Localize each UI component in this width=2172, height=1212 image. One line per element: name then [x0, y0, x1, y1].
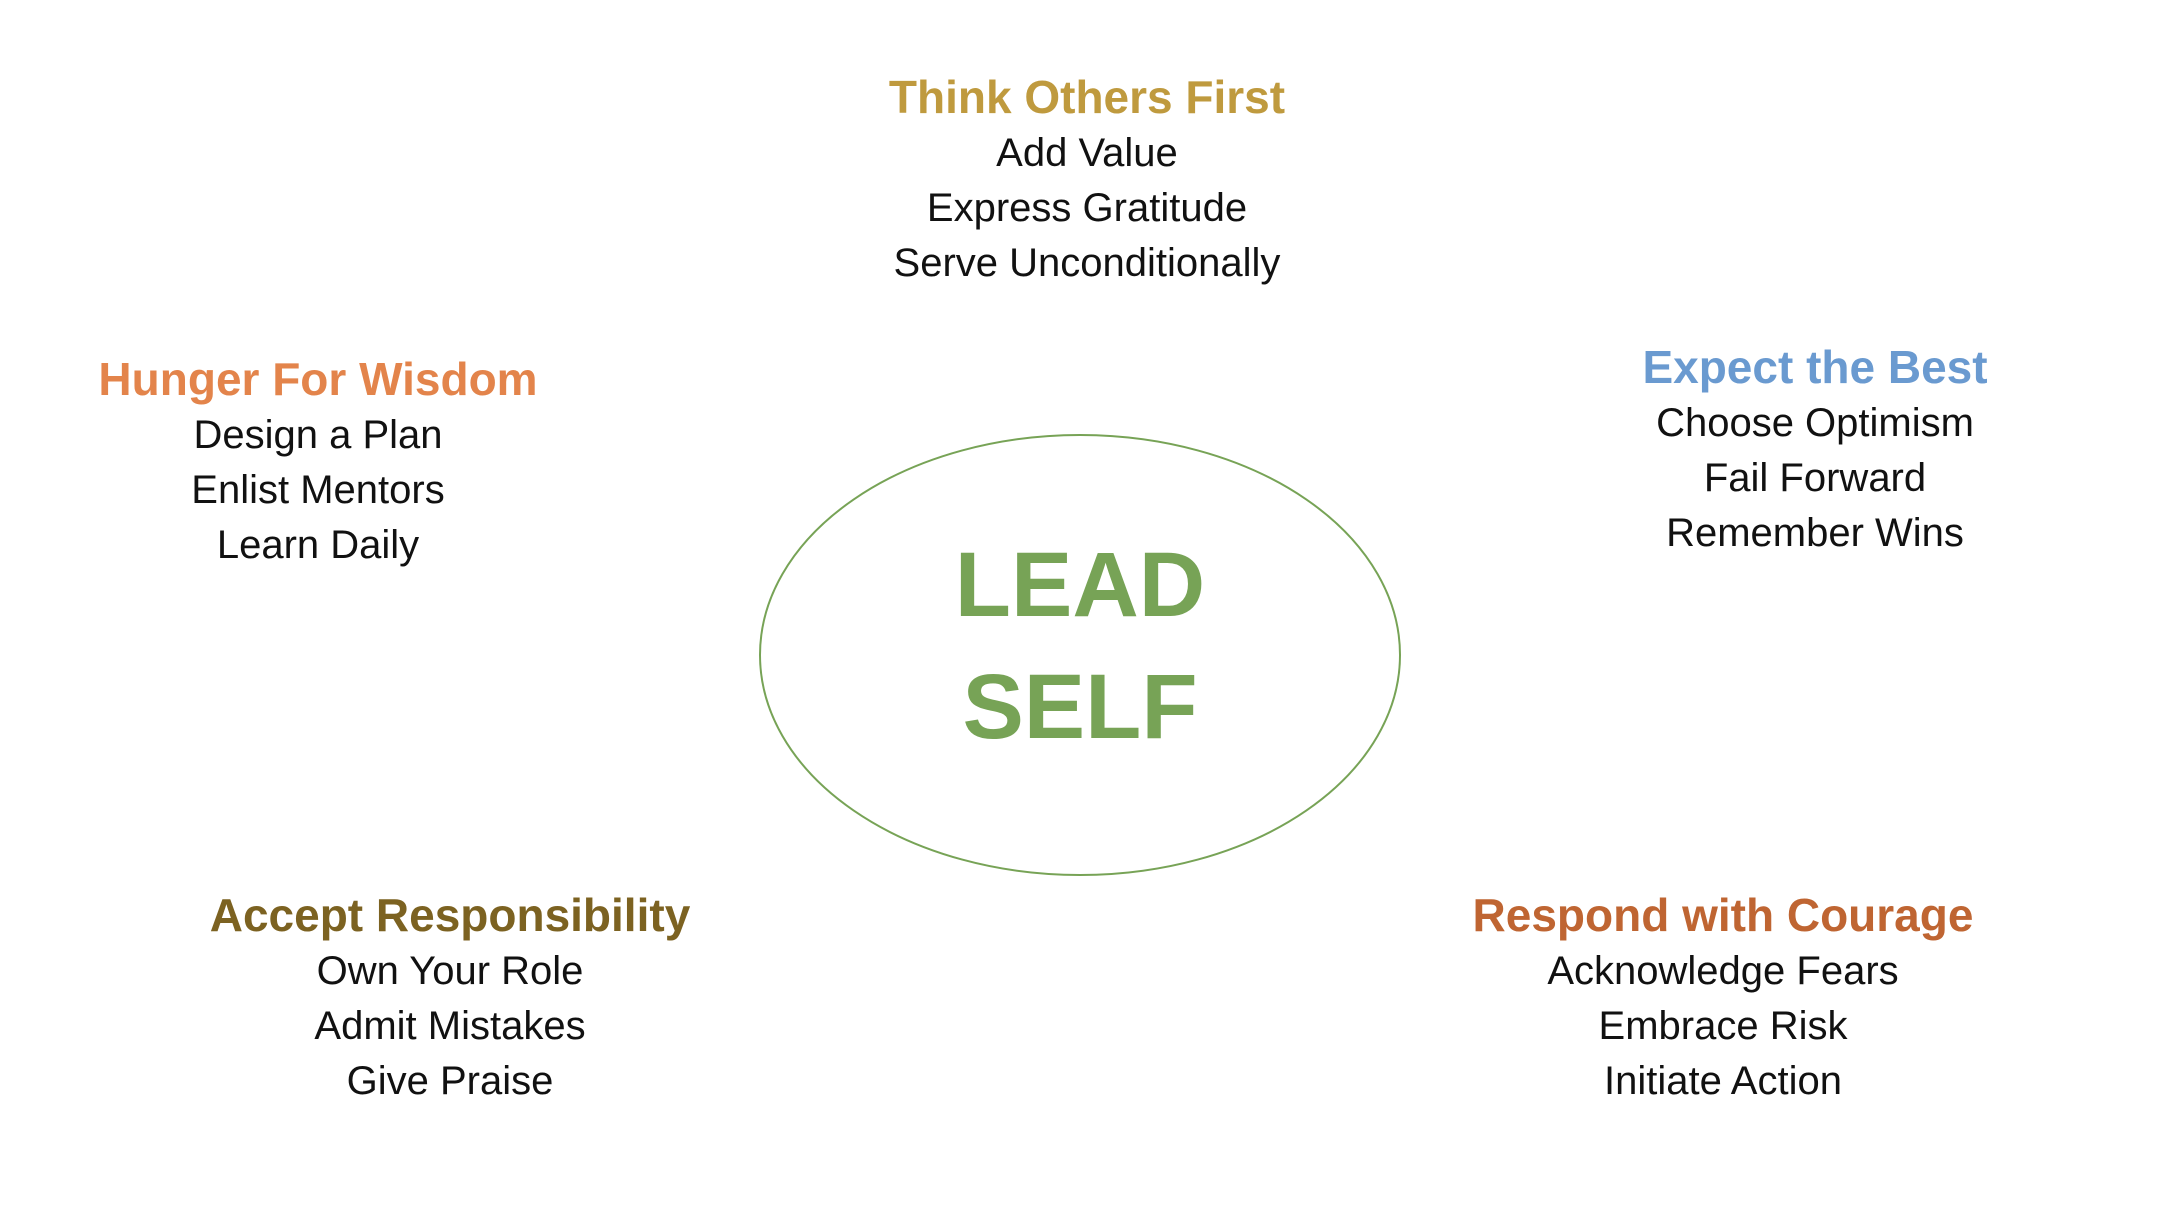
group-heading: Think Others First: [888, 71, 1286, 123]
group-item: Give Praise: [346, 1059, 554, 1103]
group-heading: Respond with Courage: [1472, 889, 1974, 941]
group-item: Choose Optimism: [1656, 401, 1974, 445]
group-item: Initiate Action: [1604, 1059, 1842, 1103]
group-heading: Hunger For Wisdom: [98, 353, 538, 405]
group-item: Admit Mistakes: [314, 1004, 586, 1048]
group-item: Own Your Role: [316, 949, 584, 993]
group-item: Embrace Risk: [1598, 1004, 1848, 1048]
group-expect-the-best: Expect the Best Choose Optimism Fail For…: [1642, 338, 1987, 561]
group-respond-with-courage: Respond with Courage Acknowledge Fears E…: [1473, 886, 1974, 1109]
group-item: Design a Plan: [193, 413, 443, 457]
group-item: Fail Forward: [1703, 456, 1927, 500]
group-item: Enlist Mentors: [191, 468, 445, 512]
center-label-lead: LEAD: [954, 534, 1206, 636]
group-item: Learn Daily: [216, 523, 420, 567]
center-ellipse: [759, 434, 1401, 876]
group-think-others-first: Think Others First Add Value Express Gra…: [889, 68, 1285, 291]
group-item: Express Gratitude: [926, 186, 1248, 230]
group-hunger-for-wisdom: Hunger For Wisdom Design a Plan Enlist M…: [98, 350, 537, 573]
group-item: Acknowledge Fears: [1547, 949, 1899, 993]
group-item: Serve Unconditionally: [893, 241, 1281, 285]
group-item: Add Value: [996, 131, 1178, 175]
group-accept-responsibility: Accept Responsibility Own Your Role Admi…: [210, 886, 691, 1109]
group-heading: Accept Responsibility: [209, 889, 691, 941]
center-label-self: SELF: [962, 656, 1198, 758]
group-heading: Expect the Best: [1642, 341, 1988, 393]
group-item: Remember Wins: [1666, 511, 1964, 555]
